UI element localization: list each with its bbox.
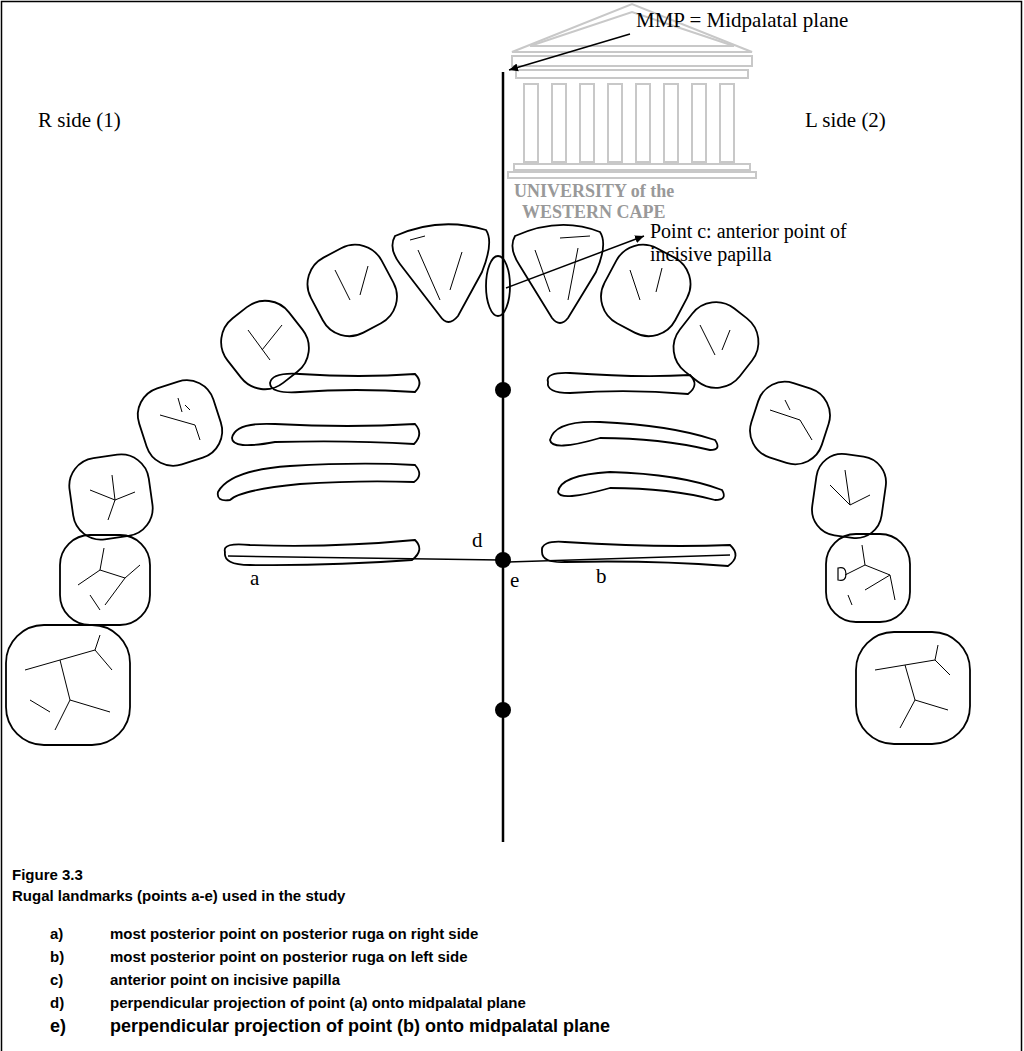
- point-letter: a: [250, 566, 259, 590]
- landmark-dot: [495, 382, 511, 398]
- tooth-outline: [335, 266, 368, 300]
- landmark-dot: [495, 552, 511, 568]
- tooth-outline: [700, 325, 730, 355]
- ruga-outline: [548, 373, 695, 394]
- tooth-outline: [826, 534, 910, 622]
- tooth-outline: [856, 632, 970, 744]
- tooth-outline: [248, 325, 282, 360]
- tooth-outline: [770, 400, 812, 440]
- list-item: anterior point on incisive papilla: [110, 971, 340, 988]
- leader-arrow: [509, 34, 630, 70]
- watermark-logo: [636, 84, 650, 162]
- tooth-outline: [25, 635, 112, 730]
- watermark-text: WESTERN CAPE: [522, 202, 666, 223]
- ruga-outline: [542, 542, 736, 566]
- tooth-outline: [661, 290, 770, 400]
- watermark-text: UNIVERSITY of the: [514, 181, 674, 202]
- watermark-logo: [514, 164, 750, 170]
- tooth-outline: [90, 475, 135, 520]
- landmark-dot: [495, 702, 511, 718]
- watermark-logo: [664, 84, 678, 162]
- tooth-outline: [845, 545, 895, 605]
- watermark-logo: [608, 84, 622, 162]
- point-letter: e: [510, 568, 519, 592]
- tooth-outline: [160, 398, 200, 440]
- watermark-logo: [552, 84, 566, 162]
- tooth-outline: [6, 224, 970, 745]
- tooth-outline: [512, 225, 603, 323]
- tooth-outline: [535, 236, 590, 300]
- midpalatal-line: [502, 72, 505, 842]
- tooth-outline: [743, 374, 837, 471]
- tooth-outline: [392, 224, 489, 322]
- point-letter: b: [596, 564, 607, 588]
- list-item: most posterior point on posterior ruga o…: [110, 948, 468, 965]
- tooth-outline: [78, 548, 140, 610]
- plane-label: MMP = Midpalatal plane: [636, 8, 848, 32]
- watermark-logo: [720, 84, 734, 162]
- list-item: most posterior point on posterior ruga o…: [110, 925, 478, 942]
- list-marker: d): [50, 994, 64, 1011]
- tooth-outline: [60, 535, 150, 625]
- tooth-outline: [630, 268, 662, 300]
- ruga-outline: [232, 424, 419, 445]
- tooth-outline: [410, 236, 462, 300]
- watermark-logo: [508, 172, 756, 178]
- ruga-outline: [558, 472, 724, 500]
- list-marker: b): [50, 948, 64, 965]
- figure-caption: Rugal landmarks (points a-e) used in the…: [12, 887, 345, 904]
- figure-number: Figure 3.3: [12, 866, 83, 883]
- watermark-logo: [524, 84, 538, 162]
- landmark-dot: [495, 382, 511, 718]
- ruga-outline: [550, 422, 718, 450]
- list-item: perpendicular projection of point (b) on…: [110, 1016, 610, 1037]
- list-marker: e): [50, 1016, 66, 1037]
- watermark-logo: [516, 70, 748, 78]
- projection-line: [228, 556, 500, 560]
- tooth-outline: [830, 470, 870, 505]
- watermark-logo: [692, 84, 706, 162]
- tooth-outline: [297, 234, 408, 347]
- tooth-outline: [131, 373, 230, 473]
- point-label: Point c: anterior point of incisive papi…: [650, 220, 860, 266]
- tooth-outline: [809, 451, 890, 542]
- side-label: R side (1): [38, 108, 121, 132]
- tooth-outline: [209, 289, 321, 402]
- incisive-papilla: [486, 256, 510, 316]
- list-marker: a): [50, 925, 63, 942]
- watermark-logo: [580, 84, 594, 162]
- tooth-outline: [838, 568, 846, 581]
- tooth-outline: [6, 625, 130, 745]
- tooth-outline: [66, 451, 157, 543]
- projection-line: [506, 555, 730, 562]
- ruga-outline: [218, 373, 736, 566]
- tooth-outline: [875, 645, 950, 728]
- list-marker: c): [50, 971, 63, 988]
- ruga-outline: [270, 374, 420, 393]
- watermark-logo: [512, 56, 752, 66]
- ruga-outline: [218, 464, 420, 501]
- list-item: perpendicular projection of point (a) on…: [110, 994, 526, 1011]
- ruga-outline: [225, 540, 420, 565]
- point-letter: d: [472, 528, 483, 552]
- side-label: L side (2): [805, 108, 886, 132]
